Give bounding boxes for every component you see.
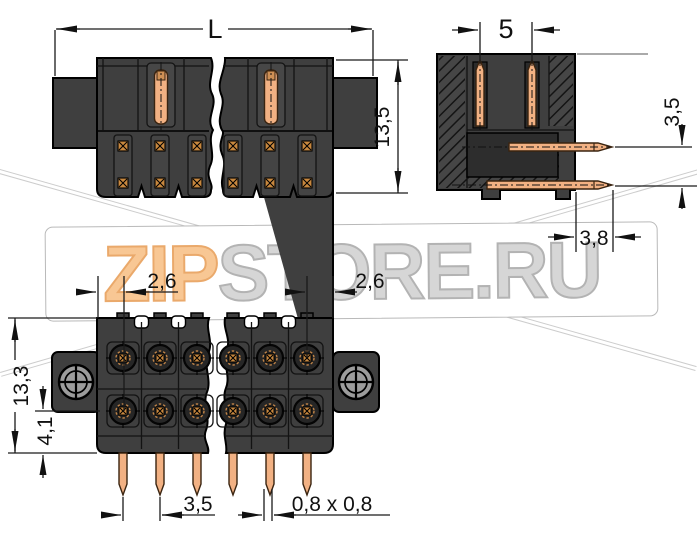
side-view [436,53,648,200]
bottom-left-flange [51,351,101,413]
dim-row-offset: 4,1 [34,386,100,478]
bottom-view [51,312,380,496]
dim-bottom-height: 13,3 [8,317,97,454]
bottom-body-left-half [96,317,212,454]
dim-label-pin-size: 0,8 x 0,8 [292,493,373,516]
dim-label-pin-length: 3,8 [579,227,608,250]
dim-label-edge-offset-right: 2,6 [355,270,384,293]
dim-edge-offset-left: 2,6 [76,270,178,411]
bottom-top-notches [133,315,297,329]
dim-edge-offset-right: 2,6 [285,270,385,358]
dim-pin-cross-section: 0,8 x 0,8 [238,489,390,521]
front-left-flange [52,77,98,149]
front-contact-strips [113,134,317,197]
dim-pitch: 3,5 [101,493,215,521]
dim-side-pin-length: 3,8 [548,190,641,252]
front-header-slot-right [247,58,295,130]
bottom-body-right-half [223,317,334,454]
bottom-solder-pins [118,452,312,496]
dim-label-edge-offset-left: 2,6 [147,270,176,293]
dim-label-front-height: 13,5 [371,107,394,148]
dim-side-pin-spacing: 5 [452,14,560,62]
front-header-slot-left [137,58,185,130]
dim-front-height: 13,5 [336,59,408,194]
dim-label-bottom-height: 13,3 [10,366,33,407]
front-right-flange [332,77,378,149]
dim-label-pitch: 3,5 [183,493,212,516]
dim-label-row-spacing: 3,5 [661,97,684,126]
dim-label-pin-spacing: 5 [498,14,513,44]
dim-label-row-offset: 4,1 [34,416,57,445]
dim-label-length: L [207,14,222,44]
dim-side-row-spacing: 3,5 [615,97,697,209]
hatch-right [549,56,573,126]
side-cavity [466,132,559,178]
dim-overall-length: L [54,14,374,76]
front-view [52,57,378,444]
bottom-right-flange [332,351,380,413]
